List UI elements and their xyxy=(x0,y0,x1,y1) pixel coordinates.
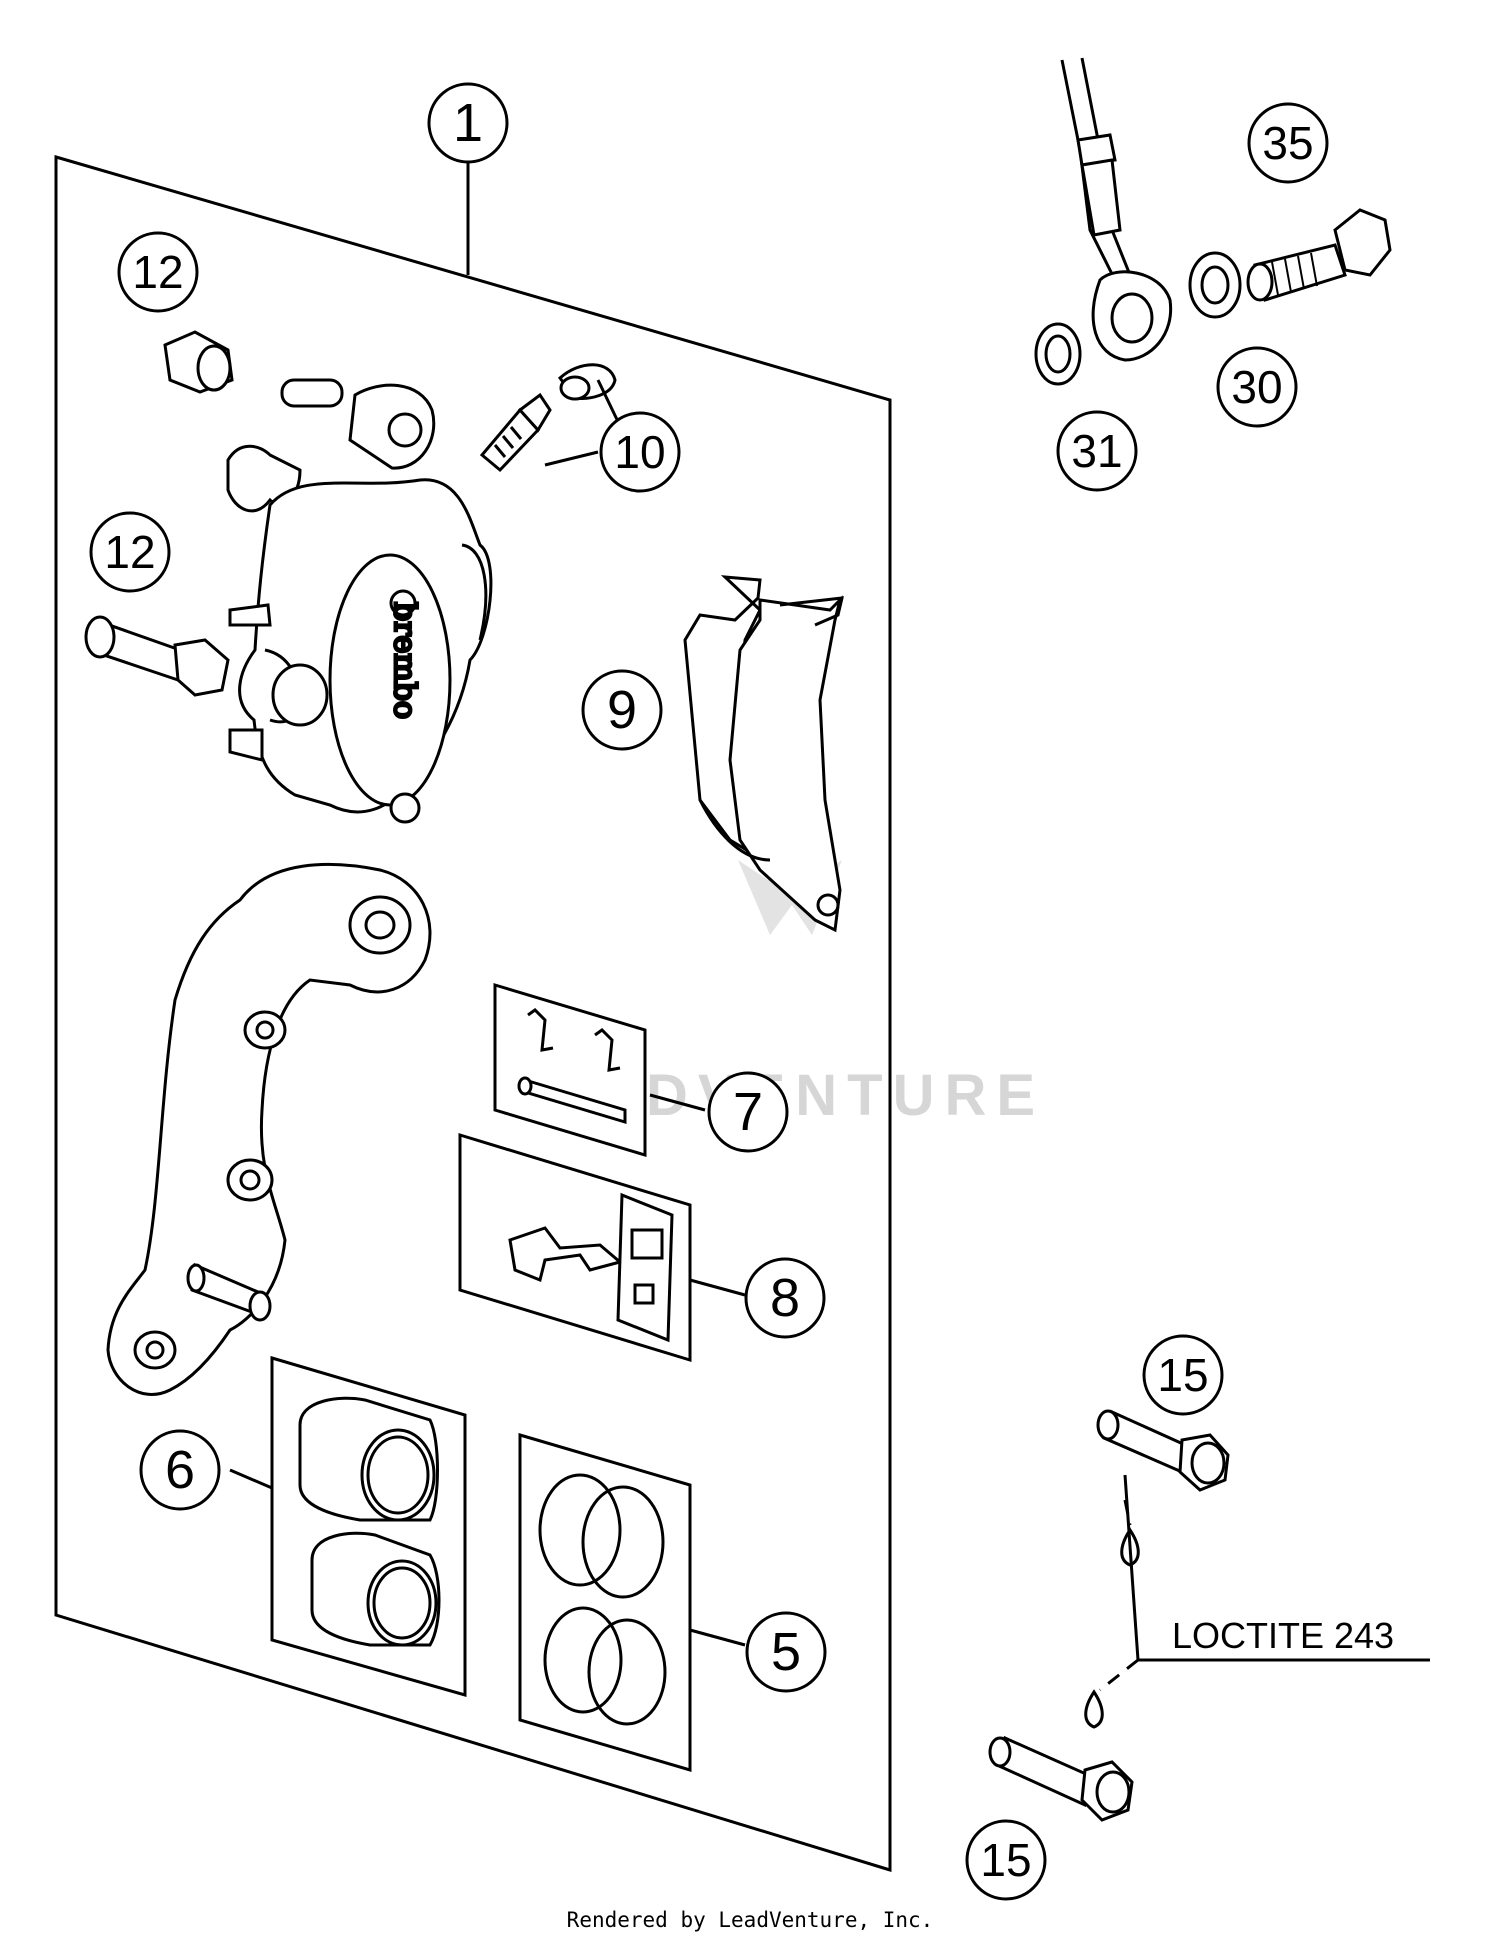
callout-1: 1 xyxy=(453,93,483,153)
callout-15-upper: 15 xyxy=(1157,1349,1208,1401)
part-12-bolt xyxy=(84,615,230,697)
part-10-bleeder-valve xyxy=(479,363,617,473)
callout-31: 31 xyxy=(1071,425,1122,477)
part-6-pistons-kit xyxy=(270,1355,467,1697)
callouts xyxy=(89,82,1329,1901)
callout-10: 10 xyxy=(614,426,665,478)
callout-35: 35 xyxy=(1262,117,1313,169)
caliper-bracket xyxy=(106,862,432,1396)
part-15-bolt-upper xyxy=(1096,1409,1230,1492)
callout-7: 7 xyxy=(733,1082,763,1142)
loctite-drops xyxy=(1084,1527,1140,1729)
part-30-washer xyxy=(1188,251,1242,319)
part-5-seal-kit xyxy=(518,1432,692,1773)
part-7-pin-kit xyxy=(493,982,647,1158)
brake-caliper: brembo xyxy=(226,378,493,824)
callout-12-top: 12 xyxy=(132,246,183,298)
callout-12-lower: 12 xyxy=(104,526,155,578)
callout-15-lower: 15 xyxy=(980,1834,1031,1886)
footer-credit: Rendered by LeadVenture, Inc. xyxy=(566,1908,934,1932)
part-35-banjo-bolt xyxy=(1246,208,1392,302)
caliper-brand-text: brembo xyxy=(387,602,422,719)
callout-numbers: 1 12 12 10 9 7 8 6 5 35 30 31 15 15 xyxy=(104,93,1313,1886)
loctite-note: LOCTITE 243 xyxy=(1172,1615,1394,1656)
kit-outline xyxy=(54,155,892,1873)
callout-5: 5 xyxy=(771,1622,801,1682)
callout-8: 8 xyxy=(770,1268,800,1328)
callout-9: 9 xyxy=(607,680,637,740)
part-15-bolt-lower xyxy=(988,1735,1134,1822)
leader-lines xyxy=(229,379,1430,1692)
part-8-spring-kit xyxy=(458,1132,692,1363)
part-9-brake-pads xyxy=(683,575,844,933)
brake-hose-banjo xyxy=(1034,57,1173,386)
part-12-bushing xyxy=(163,330,234,394)
callout-30: 30 xyxy=(1231,361,1282,413)
callout-6: 6 xyxy=(165,1440,195,1500)
